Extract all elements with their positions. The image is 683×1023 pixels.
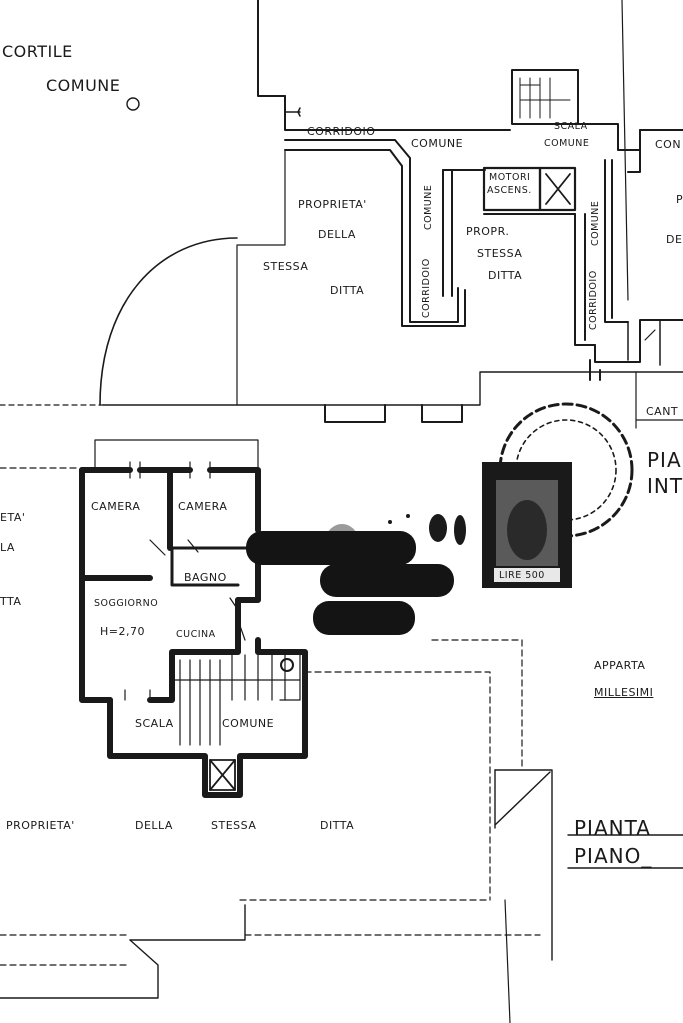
label-stessa-bottom: STESSA: [211, 819, 257, 832]
label-ditta-bottom: DITTA: [320, 819, 355, 832]
label-millesimi-cut: MILLESIMI: [594, 686, 654, 699]
label-altezza: H=2,70: [100, 625, 145, 638]
label-left-cut-tta: TTA: [0, 595, 22, 608]
label-soggiorno: SOGGIORNO: [94, 598, 159, 609]
label-comune-scala-top: COMUNE: [544, 138, 590, 149]
label-propr-mid: PROPR.: [466, 225, 510, 238]
label-int-cut: INT: [647, 474, 683, 498]
label-ditta-left: DITTA: [330, 284, 365, 297]
label-corridoio-top: CORRIDOIO: [307, 125, 376, 138]
label-comune-bottom: COMUNE: [222, 717, 275, 730]
lower-building-lines: [0, 769, 683, 1023]
label-left-cut-la: LA: [0, 541, 15, 554]
label-motori: MOTORI: [489, 172, 531, 183]
label-right-cut-p: P: [676, 193, 683, 206]
label-stamp-value: LIRE 500: [499, 570, 545, 581]
label-ditta-mid: DITTA: [488, 269, 523, 282]
boundary-lines: [0, 467, 541, 966]
redaction-bar-1: [246, 531, 416, 565]
label-left-cut-eta: ETA': [0, 511, 26, 524]
label-proprieta-bottom: PROPRIETA': [6, 819, 75, 832]
label-della-bottom: DELLA: [135, 819, 173, 832]
label-vertical-comune-1: COMUNE: [423, 184, 434, 230]
apartment-details: [94, 439, 301, 791]
label-comune-top: COMUNE: [411, 137, 464, 150]
redaction-bar-2: [320, 564, 454, 597]
revenue-stamp-icon: [482, 462, 572, 588]
label-della-left: DELLA: [318, 228, 356, 241]
label-proprieta-left: PROPRIETA': [298, 198, 367, 211]
redaction-bar-3: [313, 601, 415, 635]
label-vertical-corridoio-2: CORRIDOIO: [588, 270, 599, 330]
label-camera-1: CAMERA: [91, 500, 141, 513]
label-stessa-mid: STESSA: [477, 247, 523, 260]
label-ascensore: ASCENS.: [487, 185, 532, 196]
label-con-cut: CON: [655, 138, 682, 151]
label-cant-cut: CANT: [646, 405, 679, 418]
label-bagno: BAGNO: [184, 571, 227, 584]
upper-building-outline: [0, 0, 683, 429]
label-scala-bottom: SCALA: [135, 717, 174, 730]
label-vertical-comune-2: COMUNE: [590, 200, 601, 246]
label-pianta: PIANTA: [574, 816, 651, 840]
label-cortile-comune: COMUNE: [46, 76, 121, 95]
label-piano: PIANO_: [574, 844, 653, 868]
label-scala-top: SCALA: [554, 121, 588, 132]
label-stessa-left: STESSA: [263, 260, 309, 273]
smudge-marks: [388, 514, 466, 545]
label-right-cut-de: DE: [666, 233, 683, 246]
label-cortile: CORTILE: [2, 42, 73, 61]
label-vertical-corridoio-1: CORRIDOIO: [421, 258, 432, 318]
label-cucina: CUCINA: [176, 629, 216, 640]
label-appartamento-cut: APPARTA: [594, 659, 646, 672]
label-pia-cut: PIA: [647, 448, 682, 472]
apartment-walls: [79, 467, 308, 798]
label-camera-2: CAMERA: [178, 500, 228, 513]
